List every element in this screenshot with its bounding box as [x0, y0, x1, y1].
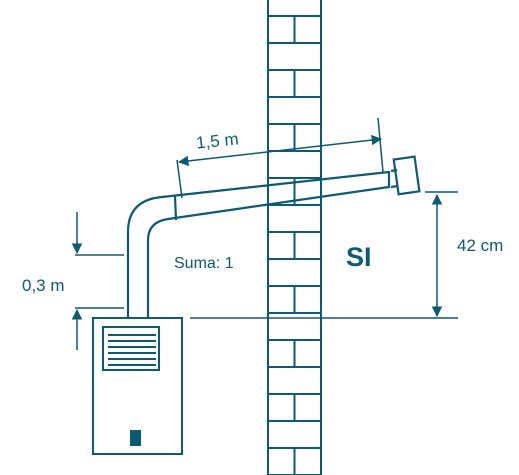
flue-pipe [126, 155, 421, 318]
height-dimension [190, 191, 458, 319]
sum-label: Suma: 1 [174, 255, 234, 272]
pipe-length-dimension [176, 117, 384, 199]
brick-wall [267, 0, 322, 475]
boiler [92, 317, 183, 455]
pipe-length-label: 1,5 m [195, 129, 239, 152]
verdict-label: SI [346, 242, 372, 272]
vertical-run-label: 0,3 m [22, 276, 65, 295]
height-label: 42 cm [457, 236, 503, 255]
vertical-run-dimension [71, 212, 124, 350]
